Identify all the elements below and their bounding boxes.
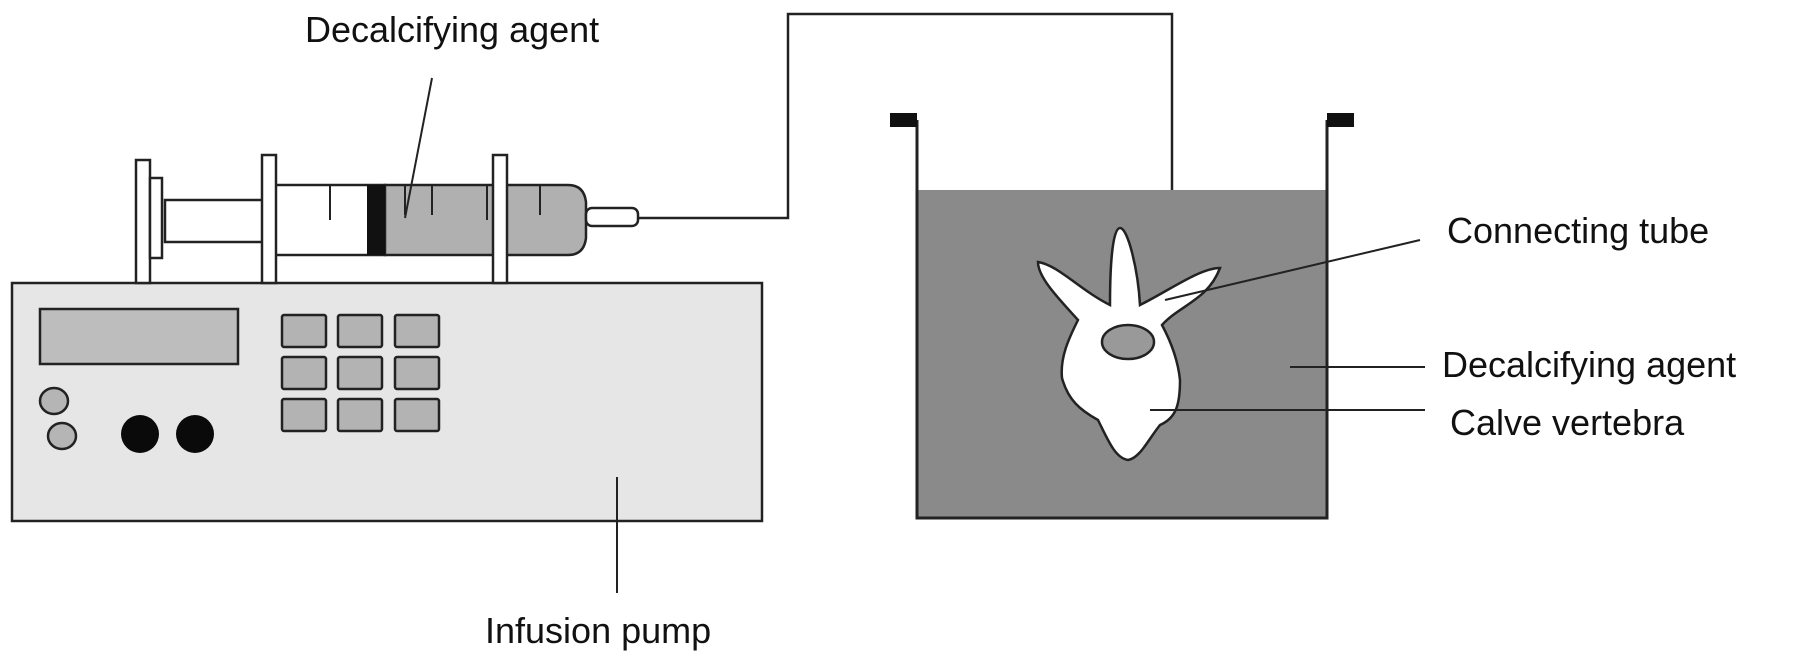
container-rim-right [1327, 113, 1354, 127]
plunger-seal [367, 185, 385, 255]
small-knob [38, 386, 70, 416]
large-knob [121, 415, 159, 453]
leader-connecting-tube [1164, 239, 1421, 301]
holder-post [491, 153, 509, 285]
connecting-tube [638, 12, 1174, 290]
pump-display [38, 307, 240, 366]
connecting-tube-label: Connecting tube [1447, 210, 1709, 251]
large-knob [176, 415, 214, 453]
bath-agent-label: Decalcifying agent [1442, 344, 1736, 385]
pump-label: Infusion pump [485, 610, 711, 651]
syringe-agent-label: Decalcifying agent [305, 9, 599, 50]
container-wall [915, 120, 1329, 520]
syringe-fluid [383, 183, 588, 257]
infusion-pump [10, 281, 764, 523]
keypad-key [393, 355, 441, 391]
holder-post [148, 176, 164, 260]
keypad-key [336, 355, 384, 391]
syringe-nozzle [584, 206, 640, 228]
small-knob [46, 421, 78, 451]
keypad-key [336, 313, 384, 349]
holder-post [134, 158, 152, 285]
keypad-key [393, 397, 441, 433]
graduation-marks [329, 185, 541, 220]
vertebral-foramen [1100, 323, 1156, 361]
leader-lines [404, 77, 1425, 593]
decalcification-bath [890, 113, 1354, 520]
keypad-key [280, 313, 328, 349]
container-rim-left [890, 113, 917, 127]
keypad-key [280, 355, 328, 391]
leader-syringe-agent [404, 77, 433, 219]
keypad-key [393, 313, 441, 349]
pump-keypad [280, 313, 441, 433]
holder-post [260, 153, 278, 285]
syringe [134, 153, 640, 285]
keypad-key [280, 397, 328, 433]
vertebra-label: Calve vertebra [1450, 402, 1685, 443]
keypad-key [336, 397, 384, 433]
